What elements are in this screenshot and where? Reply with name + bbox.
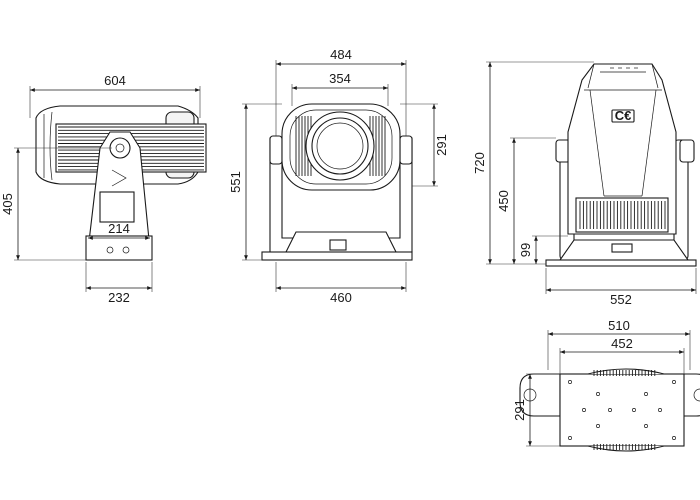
dim-top-inner: 452 xyxy=(611,336,633,351)
side-view xyxy=(35,105,207,261)
dim-side-base-outer: 232 xyxy=(108,290,130,305)
dimension-lines xyxy=(14,60,697,447)
front-view xyxy=(261,103,413,261)
dim-top-depth: 291 xyxy=(512,399,527,421)
side-base xyxy=(85,235,153,261)
dim-side-length: 604 xyxy=(104,73,126,88)
dim-front-top-inner: 354 xyxy=(329,71,351,86)
side-yoke xyxy=(87,131,151,251)
rear-view: C€ xyxy=(545,63,697,267)
dim-rear-base: 552 xyxy=(610,292,632,307)
top-mounting-holes xyxy=(568,380,676,440)
rear-base xyxy=(545,239,697,267)
dim-side-height: 405 xyxy=(0,193,15,215)
rear-fins xyxy=(575,197,669,233)
front-lens xyxy=(305,111,375,181)
top-outline xyxy=(519,368,700,452)
dimension-labels: 604 405 214 232 484 354 551 291 460 720 … xyxy=(0,47,633,421)
dim-rear-height-base: 99 xyxy=(518,243,533,257)
top-view xyxy=(519,368,700,452)
dim-top-outer: 510 xyxy=(608,318,630,333)
front-base xyxy=(261,231,413,261)
dim-rear-height-mid: 450 xyxy=(496,190,511,212)
dim-front-base: 460 xyxy=(330,290,352,305)
dim-front-top-outer: 484 xyxy=(330,47,352,62)
dim-front-lens-height: 291 xyxy=(434,134,449,156)
dim-rear-height-total: 720 xyxy=(472,152,487,174)
side-body xyxy=(35,105,207,185)
dim-side-base-inner: 214 xyxy=(108,221,130,236)
dim-front-height: 551 xyxy=(228,171,243,193)
rear-logo-text: C€ xyxy=(615,108,632,123)
rear-logo: C€ xyxy=(611,108,635,123)
rear-head: C€ xyxy=(567,63,677,235)
